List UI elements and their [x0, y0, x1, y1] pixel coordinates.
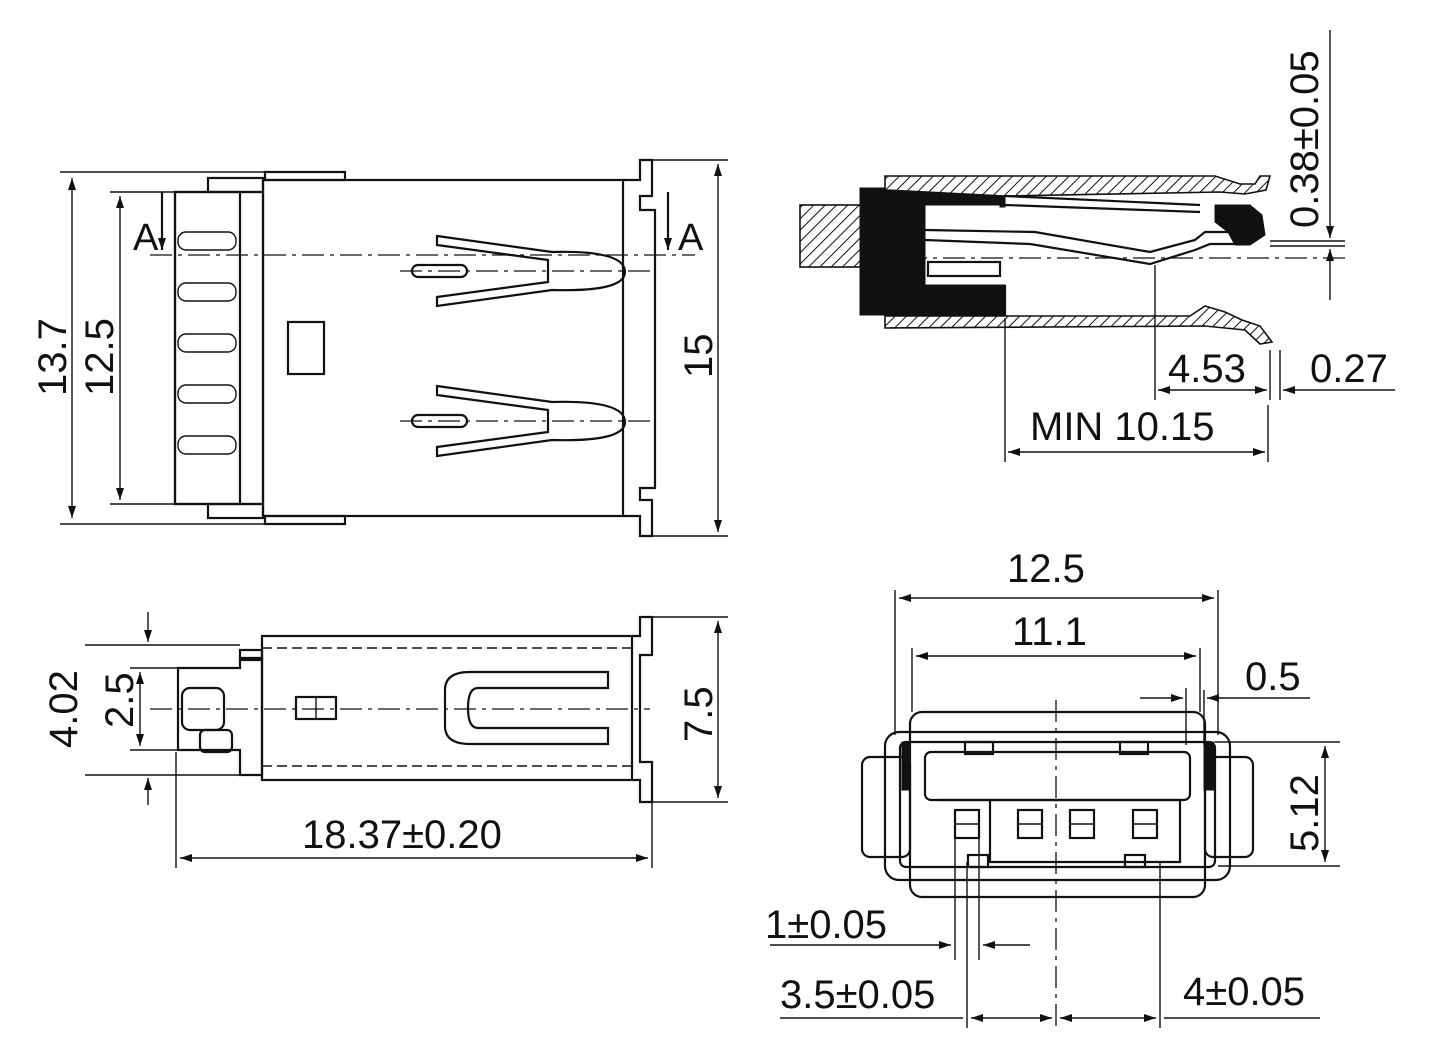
dim-width-125: 12.5 — [1007, 547, 1085, 591]
contact-slots — [953, 808, 1159, 869]
top-view: A A 13.7 12.5 15 — [31, 158, 728, 538]
dim-pitch-1: 1±0.05 — [765, 903, 887, 947]
dim-height-512: 5.12 — [1283, 774, 1327, 852]
dim-height-75: 7.5 — [677, 686, 721, 742]
side-view: 4.02 2.5 7.5 18.37±0.20 — [42, 612, 728, 868]
dim-pitch-35: 3.5±0.05 — [780, 973, 935, 1017]
pin-slots — [177, 231, 237, 455]
dim-gap-05: 0.5 — [1245, 655, 1301, 699]
dim-height-25: 2.5 — [98, 672, 142, 728]
dim-overall-height: 13.7 — [31, 318, 75, 396]
section-mark-right: A — [678, 217, 704, 259]
dim-body-height: 12.5 — [78, 318, 122, 396]
dim-min-length: MIN 10.15 — [1030, 405, 1215, 449]
dim-height-402: 4.02 — [42, 670, 86, 748]
front-view: 12.5 11.1 0.5 5.12 1±0.05 3.5±0.05 4±0.0… — [765, 547, 1340, 1030]
dim-width-111: 11.1 — [1012, 610, 1087, 654]
dim-pitch-4: 4±0.05 — [1183, 970, 1305, 1014]
section-view: 0.38±0.05 4.53 0.27 MIN 10.15 — [799, 30, 1395, 462]
section-mark-left: A — [133, 217, 159, 259]
dim-offset-027: 0.27 — [1310, 347, 1388, 391]
dim-offset-453: 4.53 — [1168, 347, 1246, 391]
dim-shell-height: 15 — [677, 334, 721, 379]
dim-thickness: 0.38±0.05 — [1283, 50, 1327, 228]
dim-length: 18.37±0.20 — [302, 813, 502, 857]
